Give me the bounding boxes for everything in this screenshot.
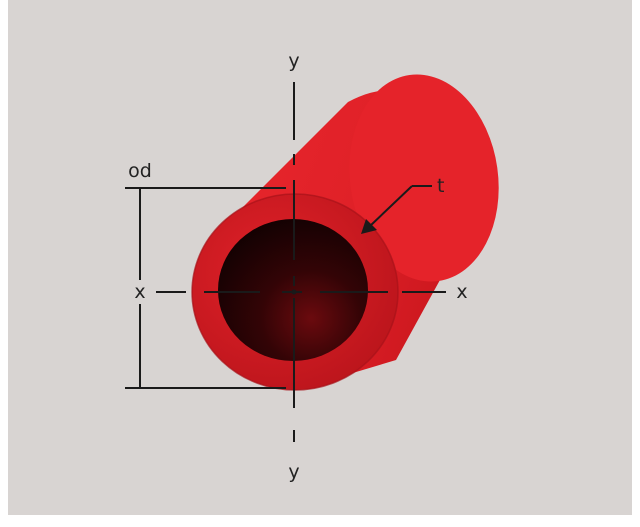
y-axis-label-bottom: y: [288, 461, 299, 483]
centroid-mark: [291, 289, 297, 295]
axis-lines: [156, 82, 446, 442]
y-axis-label-top: y: [288, 50, 299, 72]
od-dimension: [125, 187, 286, 389]
tube-back-end: [349, 74, 499, 282]
x-axis-label-left: x: [134, 281, 145, 303]
x-axis-label-right: x: [456, 281, 467, 303]
thickness-leader: [361, 185, 432, 234]
od-label: od: [128, 160, 152, 182]
thickness-label: t: [437, 175, 444, 197]
